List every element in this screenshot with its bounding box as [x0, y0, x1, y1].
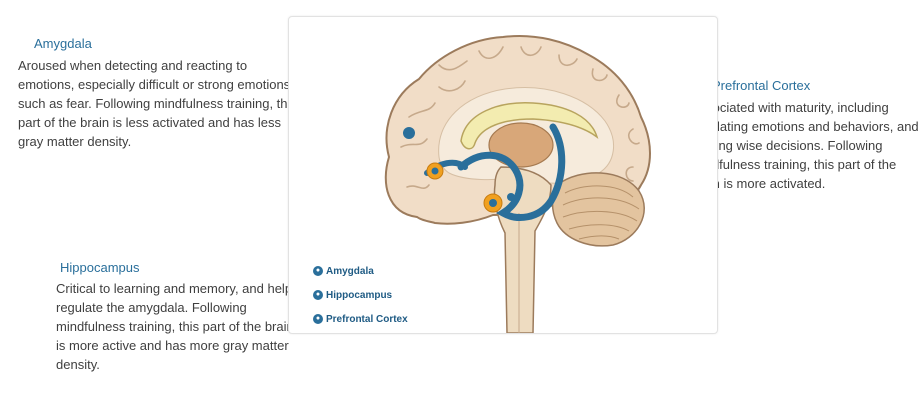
- hippocampus-title: Hippocampus: [60, 260, 140, 276]
- hippocampus-description: Critical to learning and memory, and hel…: [56, 279, 306, 374]
- legend-label: Hippocampus: [326, 290, 392, 301]
- legend-marker-icon: ●: [313, 290, 323, 300]
- cerebellum: [553, 173, 645, 246]
- legend-label: Prefrontal Cortex: [326, 314, 408, 325]
- legend-item-hippocampus: ● Hippocampus: [313, 287, 408, 303]
- amygdala-highlight-icon: [427, 163, 443, 179]
- brain-diagram-card: ● Amygdala ● Hippocampus ● Prefrontal Co…: [288, 16, 718, 334]
- prefrontal-cortex-title: Prefrontal Cortex: [712, 78, 810, 94]
- brainstem: [494, 167, 551, 333]
- legend-item-amygdala: ● Amygdala: [313, 263, 408, 279]
- legend-marker-icon: ●: [313, 314, 323, 324]
- amygdala-title: Amygdala: [34, 36, 92, 52]
- prefrontal-cortex-description: Associated with maturity, including regu…: [691, 98, 919, 193]
- legend-label: Amygdala: [326, 266, 374, 277]
- legend-item-prefrontal-cortex: ● Prefrontal Cortex: [313, 311, 408, 327]
- legend-marker-icon: ●: [313, 266, 323, 276]
- legend: ● Amygdala ● Hippocampus ● Prefrontal Co…: [313, 263, 408, 335]
- prefrontal-marker-icon: [403, 127, 415, 139]
- thalamus: [489, 123, 553, 167]
- amygdala-description: Aroused when detecting and reacting to e…: [18, 56, 304, 151]
